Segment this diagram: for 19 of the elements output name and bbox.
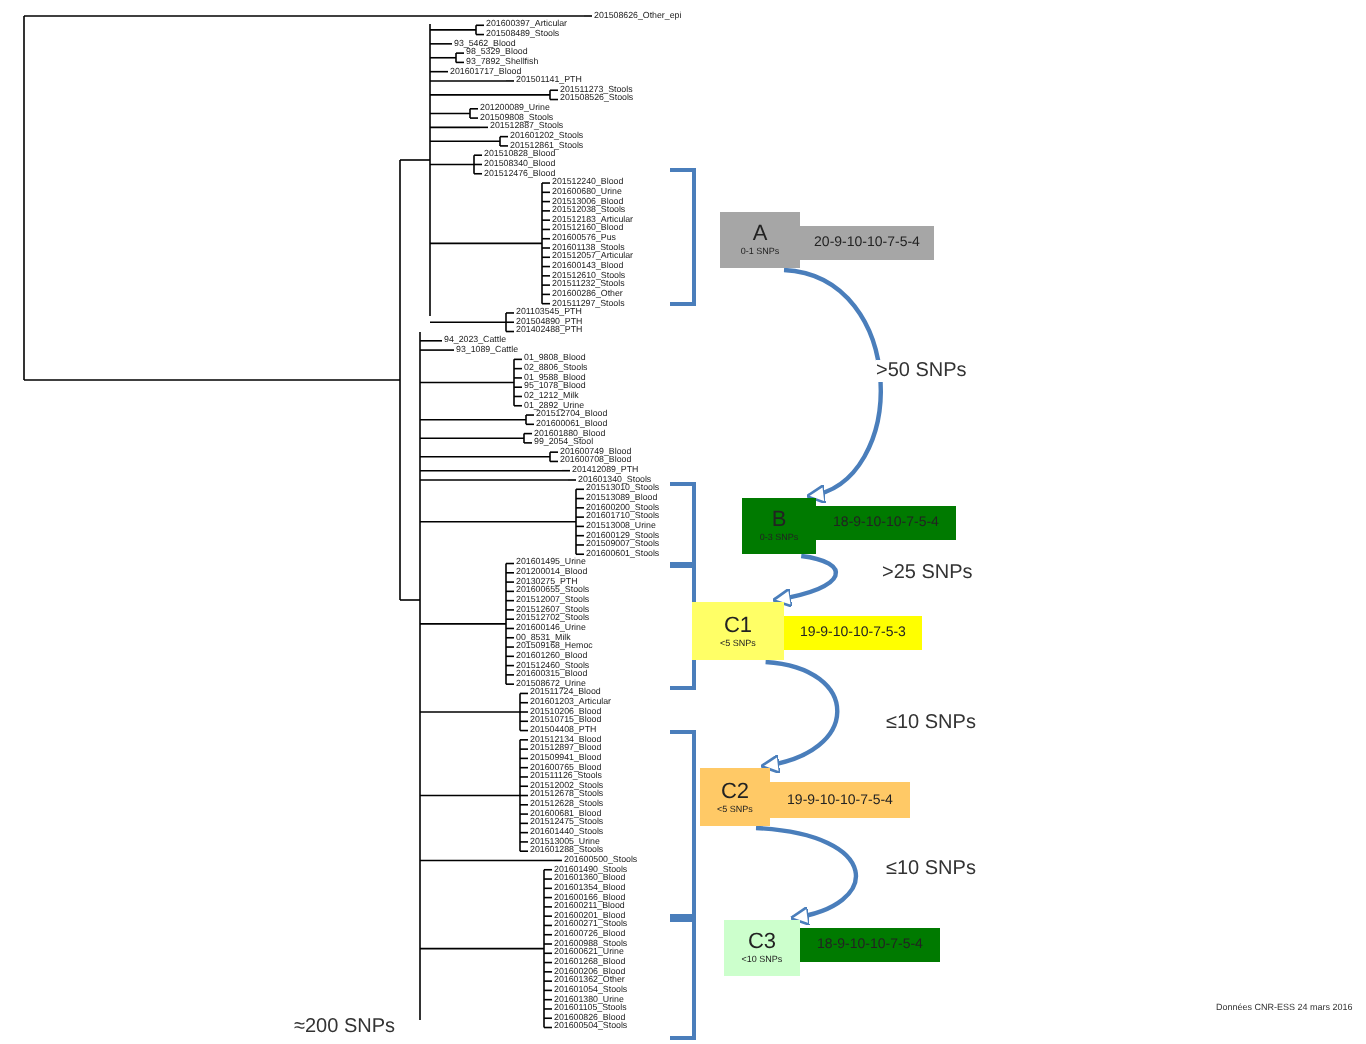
cluster-box xyxy=(724,920,800,976)
curved-arrow xyxy=(759,659,840,774)
snp-distance-label: ≈200 SNPs xyxy=(294,1016,396,1038)
cluster-name: C3 xyxy=(747,930,777,954)
edge-label: >50 SNPs xyxy=(876,360,967,382)
edge-label: ≤10 SNPs xyxy=(886,858,976,880)
cluster-name: A xyxy=(752,222,768,246)
curved-arrow xyxy=(783,267,883,502)
cluster-name: C2 xyxy=(720,779,750,803)
edge-label: ≤10 SNPs xyxy=(886,712,976,734)
cluster-box xyxy=(700,768,770,826)
cluster-box xyxy=(742,498,816,554)
curved-arrow xyxy=(771,553,838,608)
cluster-name: C1 xyxy=(723,613,753,637)
cluster-box xyxy=(720,212,800,268)
cluster-name: B xyxy=(771,508,787,532)
curved-arrow xyxy=(755,825,858,925)
edge-label: >25 SNPs xyxy=(882,562,973,584)
cluster-box xyxy=(692,602,784,660)
